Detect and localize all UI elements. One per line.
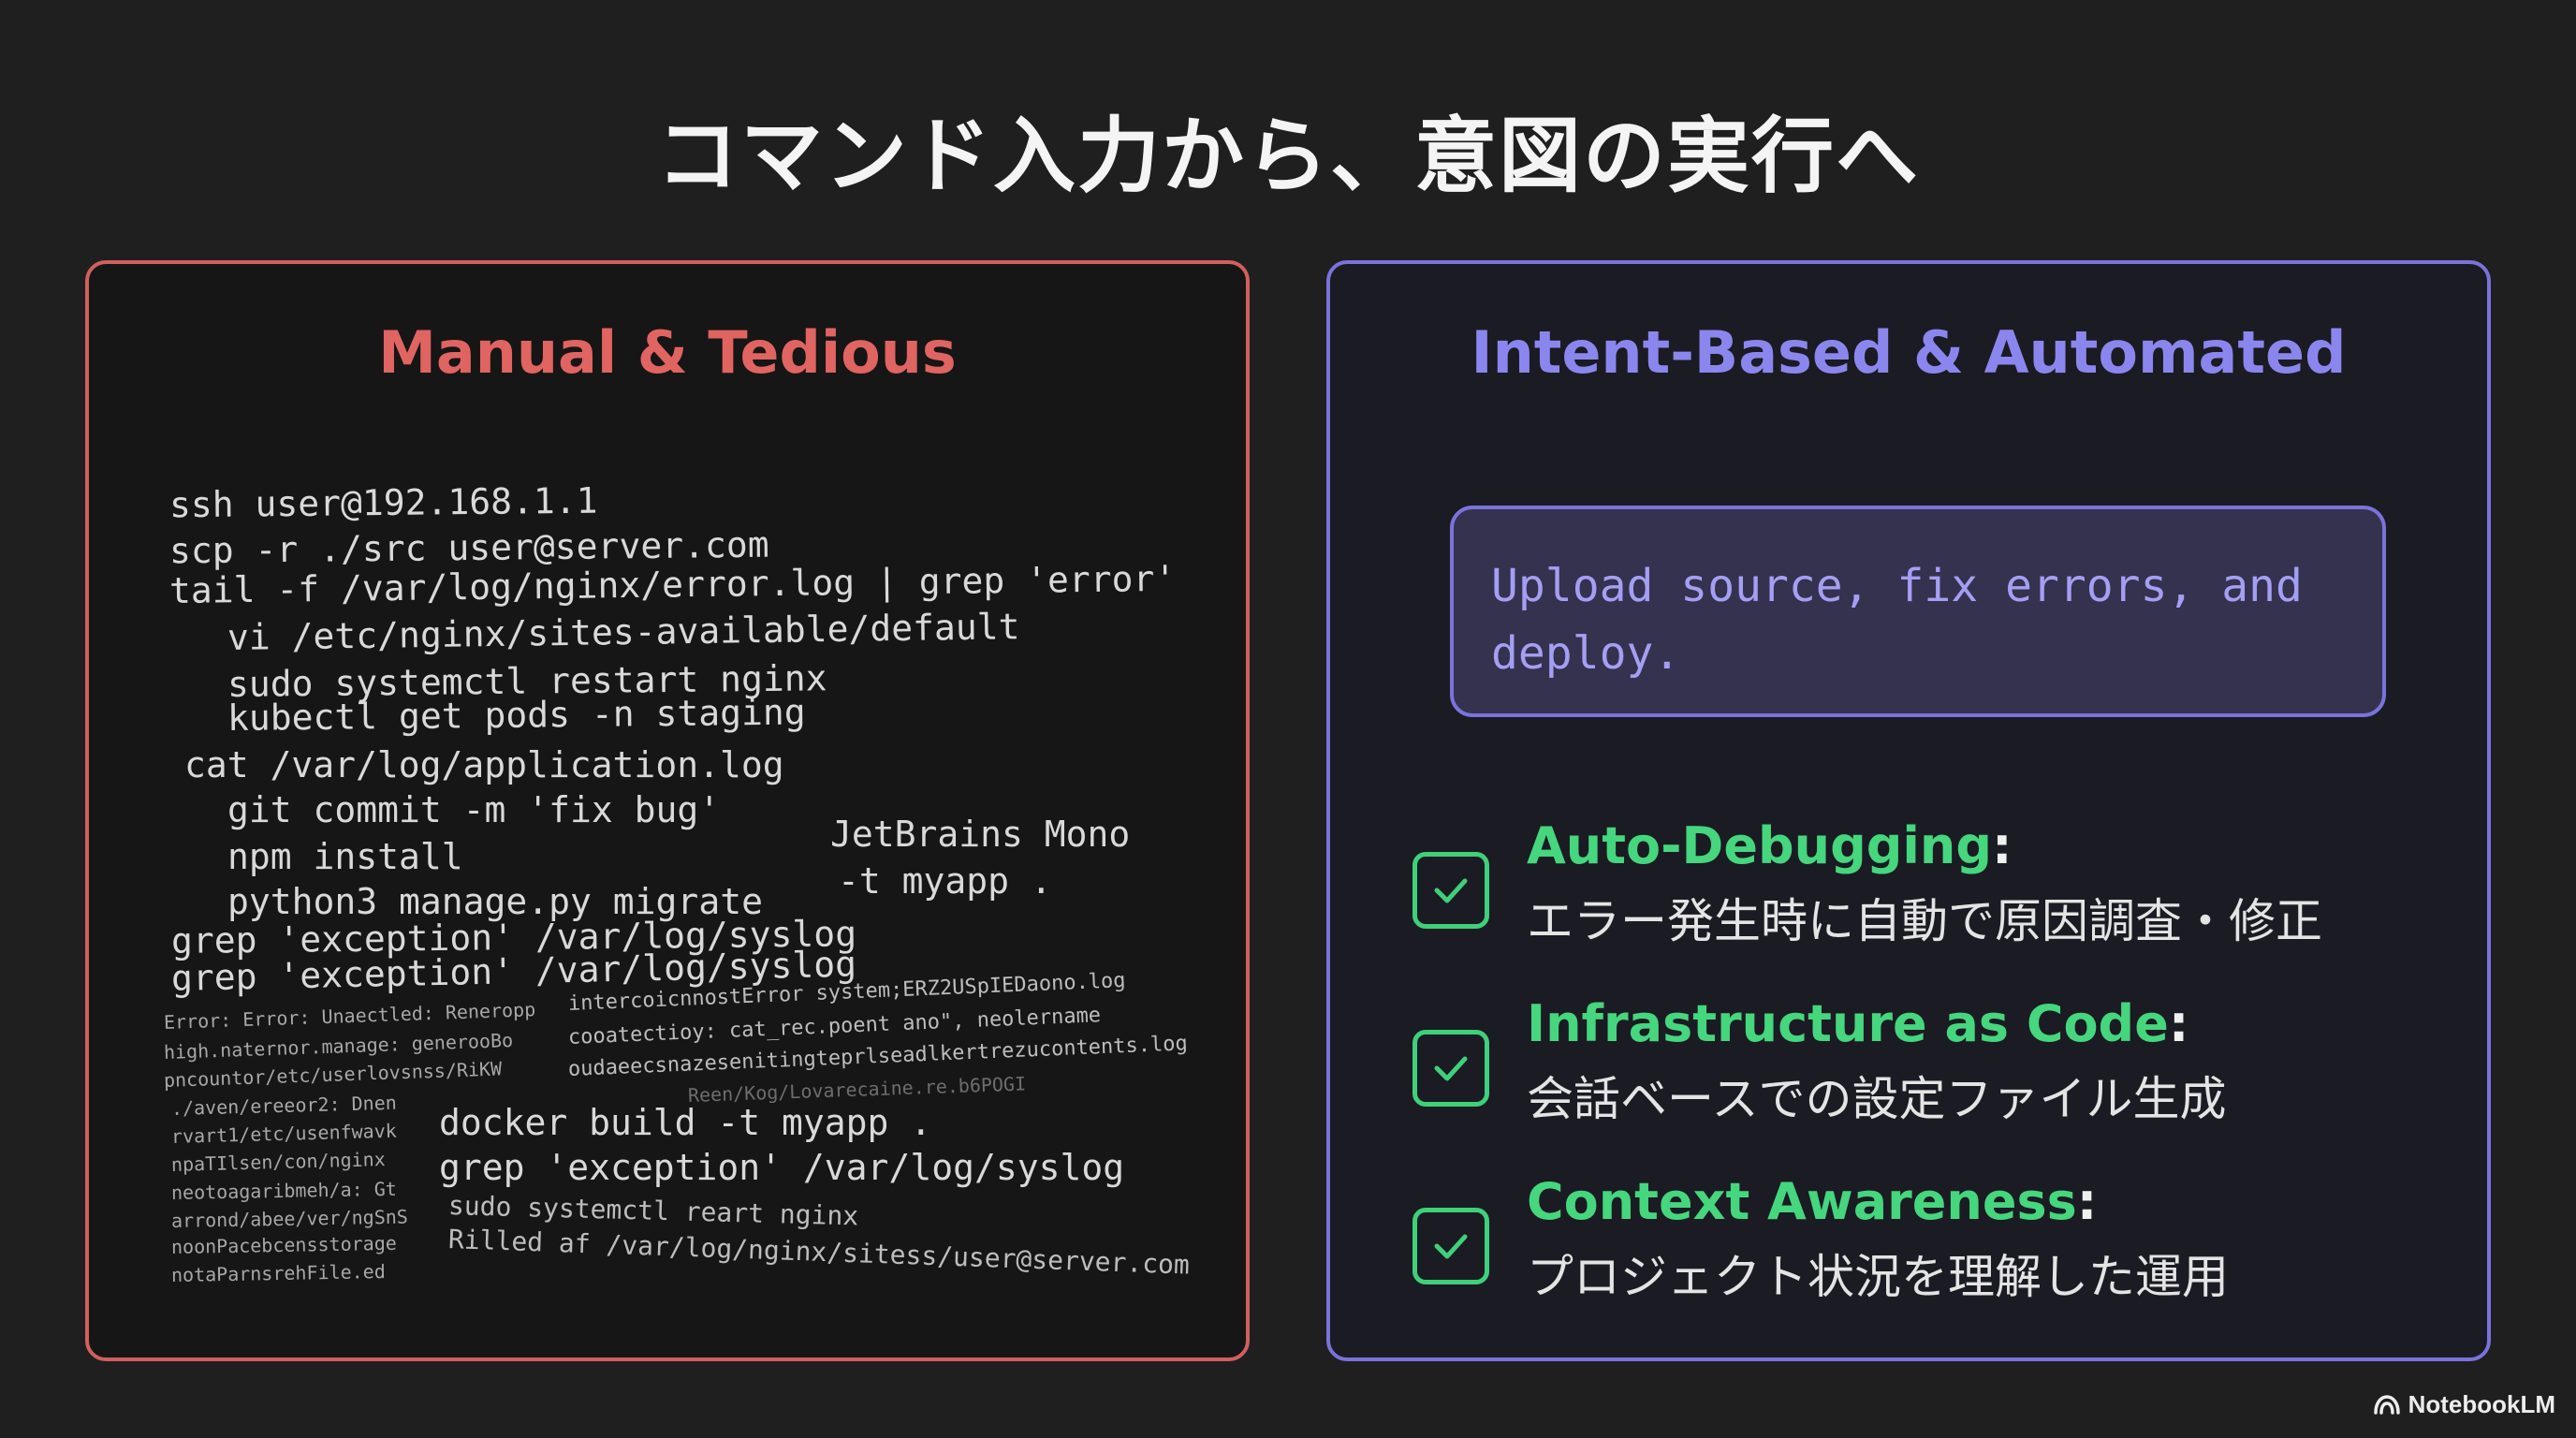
- command-line: grep 'exception' /var/log/syslog: [435, 1148, 1129, 1187]
- feature-description: プロジェクト状況を理解した運用: [1527, 1250, 2229, 1304]
- command-line: vi /etc/nginx/sites-available/default: [227, 606, 1020, 658]
- log-noise-line: ./aven/ereeor2: Dnen: [170, 1091, 398, 1120]
- feature-description: エラー発生時に自動で原因調査・修正: [1527, 894, 2322, 948]
- command-line: ssh user@192.168.1.1: [168, 479, 598, 526]
- log-noise-line: neotoagaribmeh/a: Gt: [170, 1177, 398, 1204]
- feature-infrastructure-as-code: Infrastructure as Code: 会話ベースでの設定ファイル生成: [1412, 994, 2442, 1144]
- intent-panel-heading: Intent-Based & Automated: [1471, 318, 2347, 387]
- checkbox-checked-icon: [1412, 1030, 1489, 1107]
- feature-title: Context Awareness:: [1527, 1172, 2098, 1231]
- slide-title: コマンド入力から、意図の実行へ: [655, 108, 1920, 204]
- log-noise-line: Error: Error: Unaectled: Reneropp: [163, 998, 536, 1034]
- log-noise-line: noonPacebcensstorage: [170, 1231, 398, 1258]
- log-noise-line: arrond/abee/ver/ngSnS: [170, 1205, 409, 1232]
- log-noise-line: pncountor/etc/userlovsnss/RiKW: [163, 1057, 503, 1092]
- manual-panel: Manual & Tedious ssh user@192.168.1.1 sc…: [85, 260, 1250, 1361]
- manual-panel-heading: Manual & Tedious: [378, 318, 957, 387]
- log-noise-line: npaTIlsen/con/nginx: [170, 1148, 387, 1176]
- command-line: JetBrains Mono: [830, 814, 1131, 855]
- command-line: kubectl get pods -n staging: [227, 691, 806, 739]
- command-line: scp -r ./src user@server.com: [168, 523, 769, 572]
- feature-description: 会話ベースでの設定ファイル生成: [1527, 1072, 2227, 1126]
- prompt-text: Upload source, fix errors, and deploy.: [1491, 560, 2330, 680]
- prompt-bubble: Upload source, fix errors, and deploy.: [1450, 506, 2386, 717]
- command-line: -t myapp .: [838, 860, 1052, 902]
- brand-label: NotebookLM: [2408, 1389, 2555, 1418]
- command-line: npm install: [227, 836, 463, 877]
- notebooklm-logo-icon: [2373, 1395, 2400, 1415]
- brand-watermark: NotebookLM: [2373, 1386, 2555, 1423]
- feature-title: Infrastructure as Code:: [1527, 994, 2189, 1053]
- command-line: sudo systemctl reart nginx: [447, 1190, 859, 1232]
- command-line: docker build -t myapp .: [435, 1103, 936, 1142]
- log-noise-line: rvart1/etc/usenfwavk: [170, 1119, 398, 1148]
- command-line: Rilled af /var/log/nginx/sitess/user@ser…: [447, 1224, 1191, 1281]
- command-line: tail -f /var/log/nginx/error.log | grep …: [168, 557, 1177, 611]
- feature-title: Auto-Debugging:: [1527, 816, 2012, 875]
- command-line: git commit -m 'fix bug': [227, 789, 721, 830]
- command-line: python3 manage.py migrate: [227, 881, 763, 922]
- feature-auto-debugging: Auto-Debugging: エラー発生時に自動で原因調査・修正: [1412, 816, 2442, 966]
- command-line: cat /var/log/application.log: [184, 744, 784, 785]
- intent-panel: Intent-Based & Automated Upload source, …: [1326, 260, 2491, 1361]
- checkbox-checked-icon: [1412, 852, 1489, 929]
- log-noise-line: Reen/Kog/Lovarecaine.re.b6POGI: [687, 1072, 1027, 1107]
- log-noise-line: notaParnsrehFile.ed: [170, 1260, 386, 1286]
- checkbox-checked-icon: [1412, 1208, 1489, 1284]
- log-noise-line: high.naternor.manage: generooBo: [163, 1028, 514, 1064]
- feature-context-awareness: Context Awareness: プロジェクト状況を理解した運用: [1412, 1172, 2442, 1322]
